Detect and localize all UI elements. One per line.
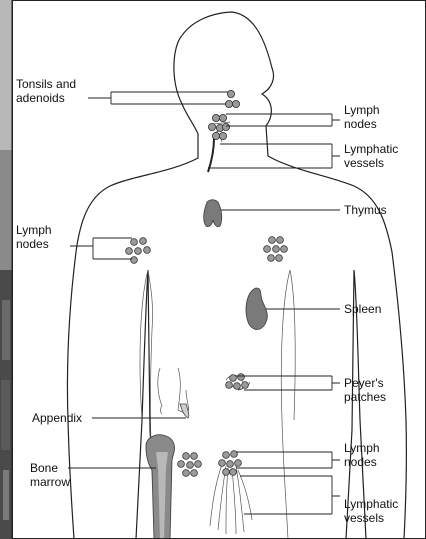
label-neck-lymph-nodes: Lymph nodes <box>344 103 380 131</box>
label-peyers-patches: Peyer's patches <box>344 376 386 404</box>
label-thymus: Thymus <box>344 203 387 217</box>
left-edge-photo-strip <box>0 0 12 539</box>
label-appendix: Appendix <box>32 411 82 425</box>
label-leg-lymphatic-vessels: Lymphatic vessels <box>344 497 398 525</box>
label-spleen: Spleen <box>344 302 381 316</box>
label-bone-marrow: Bone marrow <box>30 461 70 489</box>
label-groin-lymph-nodes: Lymph nodes <box>344 441 380 469</box>
label-tonsils-and-adenoids: Tonsils and adenoids <box>16 77 76 105</box>
label-axillary-lymph-nodes: Lymph nodes <box>16 223 52 251</box>
label-neck-lymphatic-vessels: Lymphatic vessels <box>344 142 398 170</box>
